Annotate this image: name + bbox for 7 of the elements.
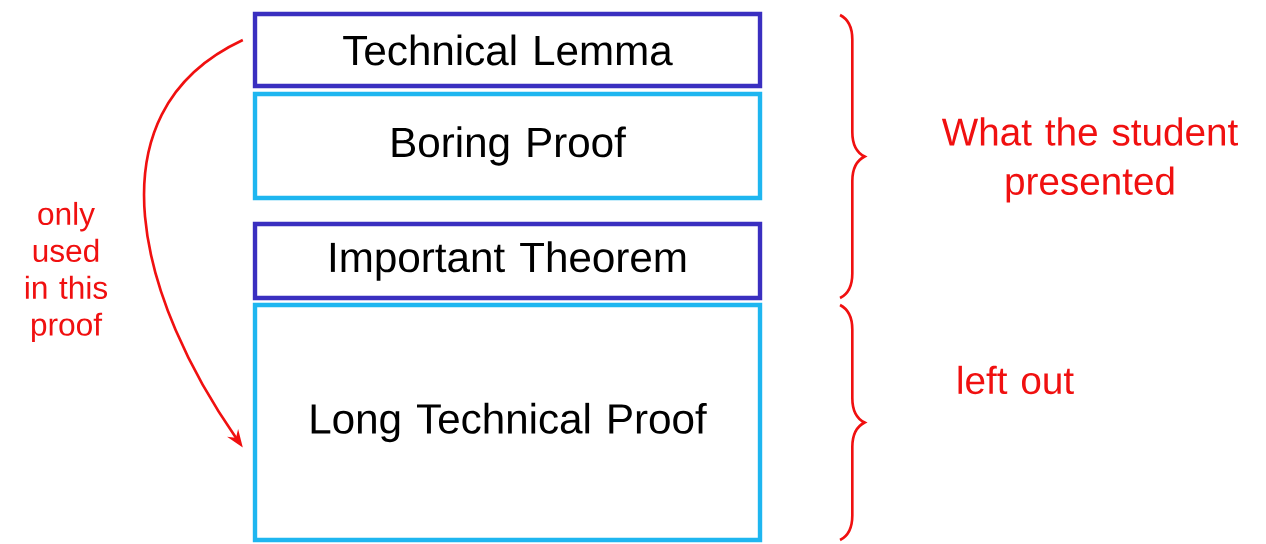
annotation: left out: [958, 365, 1074, 395]
annotation: What the student presented: [941, 117, 1238, 203]
text-box: Important Theorem: [252, 221, 763, 301]
edge-label: only used in this proof: [25, 201, 108, 343]
text-box: Long Technical Proof: [252, 302, 763, 543]
text-box: Boring Proof: [252, 91, 763, 201]
text-box: Technical Lemma: [252, 11, 763, 89]
